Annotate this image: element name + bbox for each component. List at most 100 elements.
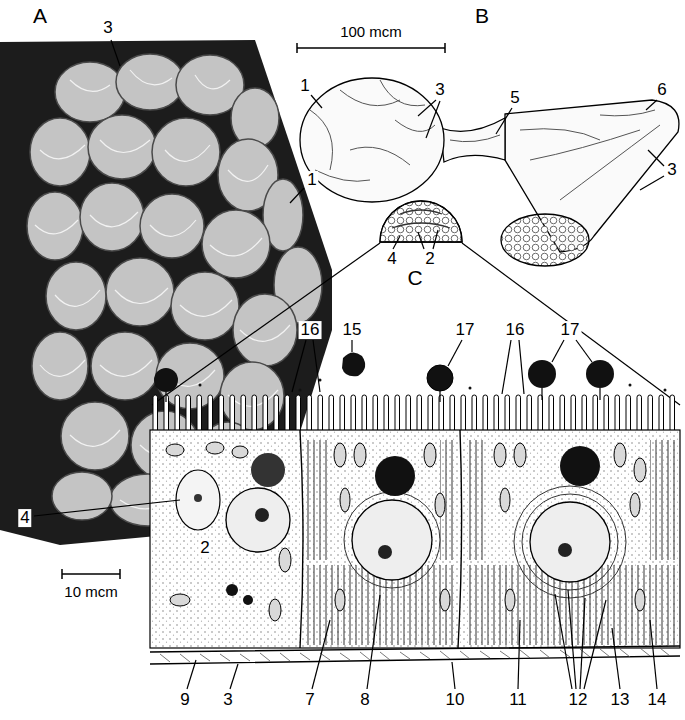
callout-number: 17 (559, 321, 582, 339)
scale-bar (297, 43, 445, 53)
cell-ultrastructure (440, 589, 450, 611)
leader-lines (311, 95, 322, 108)
callout-number: 4 (385, 250, 398, 268)
panel-letter: A (31, 5, 49, 27)
cell-ultrastructure (166, 442, 646, 621)
callout-number: 16 (504, 321, 527, 339)
cell-ultrastructure (599, 388, 600, 400)
panel-letter: C (405, 267, 424, 289)
callout-number: 17 (454, 321, 477, 339)
scale-label: 10 mcm (62, 584, 119, 600)
leader-lines (426, 101, 440, 138)
leader-lines (648, 150, 664, 166)
cell-ultrastructure (150, 430, 680, 664)
leader-lines (580, 598, 585, 689)
cell-ultrastructure (354, 443, 366, 467)
scale-bar (297, 47, 445, 49)
cell-ultrastructure (150, 646, 680, 664)
cell-ultrastructure (299, 389, 302, 392)
cell-ultrastructure (586, 360, 614, 388)
cell-ultrastructure (150, 430, 680, 648)
leader-lines (312, 620, 330, 689)
callout-number: 8 (358, 691, 371, 709)
glomerulus-sketch (300, 78, 679, 266)
cell-ultrastructure (439, 391, 440, 402)
leader-lines (292, 340, 306, 392)
cell-ultrastructure (528, 360, 556, 388)
callout-number: 3 (433, 81, 446, 99)
sem-photo (202, 210, 270, 278)
leader-lines (351, 340, 352, 352)
sem-photo (70, 70, 230, 91)
cell-ultrastructure (558, 543, 572, 557)
cell-ultrastructure (494, 443, 506, 467)
zoom-lines (462, 243, 680, 405)
callout-number: 16 (299, 321, 322, 339)
cell-ultrastructure (300, 430, 303, 648)
cell-ultrastructure (166, 444, 184, 456)
cell-ultrastructure (634, 458, 646, 482)
cell-ultrastructure (226, 488, 290, 552)
callout-number: 1 (298, 77, 311, 95)
glomerulus-sketch (440, 118, 505, 162)
glomerulus-sketch (501, 214, 589, 266)
leader-lines (230, 664, 238, 689)
callout-number: 2 (423, 250, 436, 268)
cell-ultrastructure (466, 440, 486, 560)
leader-lines (568, 590, 576, 689)
callout-number: 5 (508, 89, 521, 107)
cell-ultrastructure (424, 443, 436, 467)
sem-photo (231, 88, 279, 148)
sem-photo (80, 183, 144, 251)
leader-lines (448, 340, 462, 366)
zoom-lines (152, 243, 380, 405)
cell-ultrastructure (150, 352, 680, 664)
cell-ultrastructure (243, 595, 253, 605)
zoom-lines (152, 243, 680, 405)
cell-ultrastructure (334, 443, 346, 467)
cell-ultrastructure (199, 384, 202, 387)
sem-photo (233, 294, 297, 366)
leader-lines (650, 620, 657, 689)
callout-number: 12 (567, 691, 590, 709)
cell-ultrastructure (269, 599, 281, 621)
callout-number: 10 (444, 691, 467, 709)
cell-ultrastructure (635, 589, 645, 611)
leader-lines (519, 340, 524, 394)
cell-ultrastructure (194, 494, 202, 502)
cell-ultrastructure (664, 389, 667, 392)
callout-number: 9 (178, 691, 191, 709)
cell-ultrastructure (522, 494, 618, 590)
cell-ultrastructure (629, 384, 632, 387)
callout-number: 15 (341, 321, 364, 339)
leader-lines (311, 95, 664, 249)
leader-lines (418, 232, 424, 249)
cell-ultrastructure (154, 368, 178, 392)
cell-ultrastructure (251, 453, 285, 487)
glomerulus-sketch (310, 80, 660, 200)
cell-ultrastructure (500, 488, 510, 512)
glomerulus-sketch (380, 201, 462, 242)
scale-bar (62, 569, 120, 579)
panel-letter: B (473, 5, 491, 27)
scale-bar (296, 43, 298, 53)
glomerulus-sketch (380, 201, 462, 242)
leader-lines (502, 340, 511, 394)
leader-lines (290, 188, 304, 203)
callout-number: 3 (221, 691, 234, 709)
cell-ultrastructure (226, 584, 238, 596)
scale-label: 100 mcm (338, 24, 404, 40)
glomerulus-sketch (392, 210, 450, 228)
glomerulus-sketch (450, 110, 660, 200)
leader-lines (433, 230, 438, 249)
callout-number: 6 (655, 81, 668, 99)
cell-ultrastructure (630, 493, 640, 517)
cell-ultrastructure (650, 440, 676, 560)
sem-photo (55, 62, 125, 122)
cell-ultrastructure (427, 365, 453, 391)
cell-ultrastructure (344, 492, 440, 588)
cell-ultrastructure (375, 456, 415, 496)
callout-number: 14 (646, 691, 669, 709)
leader-lines (367, 595, 380, 689)
